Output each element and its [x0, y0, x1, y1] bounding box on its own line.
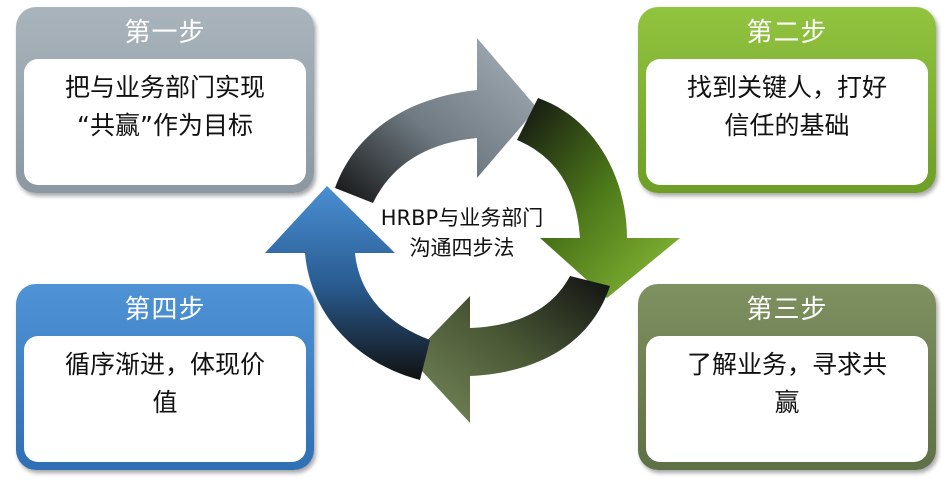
step2-text-line1: 找到关键人，打好 — [686, 73, 887, 102]
step4-body: 循序渐进，体现价 值 — [24, 336, 306, 462]
step3-text-line2: 赢 — [774, 388, 800, 417]
step1-card: 第一步 把与业务部门实现 “共赢”作为目标 — [16, 7, 314, 193]
arrow-step2-to-step3 — [517, 98, 680, 298]
step1-text-line2: “共赢”作为目标 — [77, 111, 253, 140]
arrow-step1-to-step2 — [335, 38, 537, 203]
center-title: HRBP与业务部门 沟通四步法 — [372, 203, 552, 263]
step2-card: 第二步 找到关键人，打好 信任的基础 — [638, 7, 936, 193]
step4-card: 第四步 循序渐进，体现价 值 — [16, 284, 314, 470]
step1-text-line1: 把与业务部门实现 — [64, 73, 265, 102]
step3-title: 第三步 — [746, 295, 828, 325]
step4-text-line1: 循序渐进，体现价 — [64, 350, 265, 379]
step1-body: 把与业务部门实现 “共赢”作为目标 — [24, 59, 306, 185]
arrow-step4-to-step1 — [265, 186, 430, 380]
center-title-line1: HRBP与业务部门 — [380, 206, 544, 230]
step3-card: 第三步 了解业务，寻求共 赢 — [638, 284, 936, 470]
step3-text-line1: 了解业务，寻求共 — [686, 350, 887, 379]
step4-title: 第四步 — [124, 295, 206, 325]
step2-title: 第二步 — [746, 18, 828, 48]
step2-text-line2: 信任的基础 — [724, 111, 850, 140]
cycle-diagram — [265, 38, 680, 423]
step1-title: 第一步 — [124, 18, 206, 48]
center-title-line2: 沟通四步法 — [409, 236, 515, 260]
step3-body: 了解业务，寻求共 赢 — [646, 336, 928, 462]
step2-body: 找到关键人，打好 信任的基础 — [646, 59, 928, 185]
step4-text-line2: 值 — [152, 388, 178, 417]
arrow-step3-to-step4 — [410, 276, 610, 423]
